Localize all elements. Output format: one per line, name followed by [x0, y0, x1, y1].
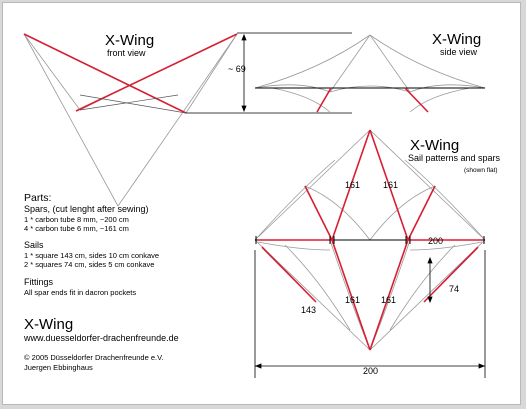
dim-lower-left-spar: 161	[345, 295, 360, 305]
dim-horizontal-spar: 200	[428, 236, 443, 246]
dim-upper-left-spar: 161	[345, 180, 360, 190]
sail-spars	[258, 129, 482, 351]
front-view-spars	[23, 33, 238, 114]
sail-pattern: X-Wing Sail patterns and spars (shown fl…	[254, 129, 501, 378]
sails-heading: Sails	[24, 240, 44, 250]
height-dimension	[186, 32, 352, 114]
bottom-width-dimension	[254, 250, 486, 378]
dim-upper-right-spar: 161	[383, 180, 398, 190]
sail-pattern-note: (shown flat)	[464, 167, 498, 174]
front-view: X-Wing front view ~ 69	[23, 32, 352, 207]
parts-heading: Parts:	[24, 192, 51, 204]
front-view-subtitle: front view	[107, 48, 146, 58]
footer: X-Wing www.duesseldorfer-drachenfreunde.…	[23, 316, 179, 372]
front-view-outline	[23, 33, 238, 207]
spar-joint-markers	[255, 236, 485, 244]
side-view: X-Wing side view	[254, 31, 486, 113]
spars-item: 1 * carbon tube 8 mm, ~200 cm	[24, 215, 129, 224]
dim-side-height: 74	[449, 284, 459, 294]
footer-title: X-Wing	[24, 316, 73, 333]
dim-lower-right-spar: 161	[381, 295, 396, 305]
sail-pattern-subtitle: Sail patterns and spars	[408, 153, 501, 163]
spars-heading: Spars, (cut lenght after sewing)	[24, 204, 149, 214]
fittings-heading: Fittings	[24, 277, 54, 287]
sails-item: 2 * squares 74 cm, sides 5 cm conkave	[24, 260, 154, 269]
side-height-dimension	[427, 256, 433, 304]
front-view-cross-detail	[79, 94, 187, 114]
footer-copyright: © 2005 Düsseldorfer Drachenfreunde e.V.	[24, 353, 164, 362]
side-view-spars	[316, 87, 429, 113]
dim-diagonal-side: 143	[301, 305, 316, 315]
side-view-title: X-Wing	[432, 31, 481, 48]
spars-item: 4 * carbon tube 6 mm, ~161 cm	[24, 224, 129, 233]
sail-pattern-title: X-Wing	[410, 137, 459, 154]
fittings-item: All spar ends fit in dacron pockets	[24, 288, 136, 297]
drawing-sheet	[2, 2, 521, 405]
side-view-outline	[254, 34, 486, 113]
side-view-subtitle: side view	[440, 47, 478, 57]
height-dimension-label: ~ 69	[228, 64, 246, 74]
parts-list: Parts: Spars, (cut lenght after sewing) …	[24, 192, 159, 297]
front-view-title: X-Wing	[105, 32, 154, 49]
dim-bottom-width: 200	[363, 366, 378, 376]
sails-item: 1 * square 143 cm, sides 10 cm conkave	[24, 251, 159, 260]
footer-url: www.duesseldorfer-drachenfreunde.de	[23, 333, 179, 343]
footer-author: Juergen Ebbinghaus	[24, 363, 93, 372]
